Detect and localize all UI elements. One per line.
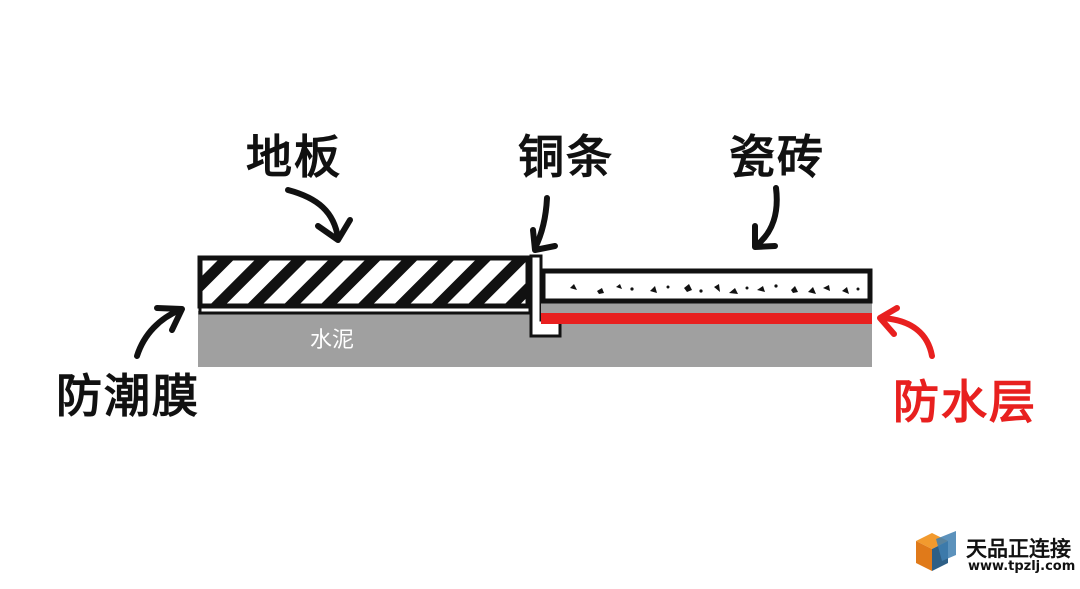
label-cement: 水泥 xyxy=(310,328,355,353)
label-copper-strip: 铜条 xyxy=(518,130,614,184)
tile-speckles xyxy=(570,284,860,294)
cube-logo-icon xyxy=(916,531,956,571)
label-waterproof-layer: 防水层 xyxy=(893,375,1037,429)
curved-arrow-icon xyxy=(134,185,780,359)
label-tile: 瓷砖 xyxy=(729,130,825,184)
floor-board xyxy=(197,255,531,309)
watermark-logo: 天品正连接 www.tpzlj.com xyxy=(912,529,1076,579)
label-moisture-film: 防潮膜 xyxy=(56,369,200,423)
waterproof-layer xyxy=(541,313,872,324)
watermark-url: www.tpzlj.com xyxy=(968,559,1076,574)
ceramic-tile xyxy=(540,268,873,304)
watermark-name: 天品正连接 xyxy=(966,537,1071,561)
label-floor: 地板 xyxy=(246,130,342,184)
curved-arrow-icon xyxy=(877,305,935,359)
